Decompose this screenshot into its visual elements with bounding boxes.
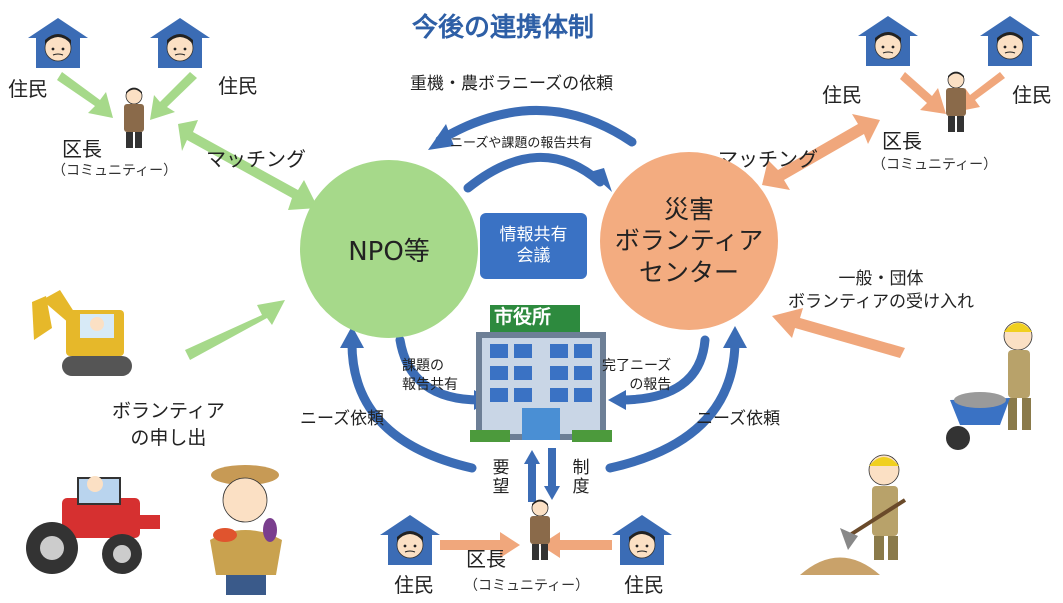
volunteer-offer-line-2: の申し出 <box>130 426 207 449</box>
saigai-line-1: 災害 <box>663 195 714 225</box>
arrow-chief-bottom-right <box>540 532 612 558</box>
meeting-line-2: 会議 <box>516 246 551 266</box>
label-done-report: 完了ニーズ の報告 <box>602 357 671 395</box>
blue-arrows <box>347 106 740 473</box>
orange-arrows <box>440 72 1005 558</box>
city-hall-sign: 市役所 <box>494 306 552 328</box>
label-chief-left: 区長 <box>62 137 102 161</box>
worker-shovel-icon <box>800 454 907 575</box>
arrow-resident-to-chief-right-1 <box>900 72 946 114</box>
label-resident-right-1: 住民 <box>822 83 862 107</box>
label-matching-right: マッチング <box>718 147 818 171</box>
arrow-matching-left <box>178 120 318 210</box>
worker-wheelbarrow-icon <box>946 321 1033 450</box>
saigai-line-3: センター <box>638 257 739 287</box>
general-accept-line-1: 一般・団体 <box>838 269 924 289</box>
label-community-left: （コミュニティー） <box>52 163 178 179</box>
label-issue-report: 課題の 報告共有 <box>402 357 458 395</box>
farmer-icon <box>210 465 282 595</box>
diagram-title: 今後の連携体制 <box>412 13 595 43</box>
label-resident-bottom-2: 住民 <box>624 573 664 597</box>
label-chief-right: 区長 <box>882 129 922 153</box>
excavator-icon <box>32 290 132 376</box>
arrow-resident-to-chief-left-2 <box>150 72 197 120</box>
label-needs-request-right: ニーズ依頼 <box>696 409 781 429</box>
arrow-general-accept <box>772 308 905 358</box>
city-hall-building-icon <box>470 305 612 442</box>
arrow-top-request <box>435 106 637 147</box>
meeting-line-1: 情報共有 <box>499 224 568 245</box>
done-report-line-1: 完了ニーズ <box>602 358 672 374</box>
label-resident-left-2: 住民 <box>218 74 258 98</box>
label-chief-bottom: 区長 <box>466 547 506 571</box>
volunteer-offer-line-1: ボランティア <box>112 400 225 422</box>
info-sharing-meeting-box: 情報共有 会議 <box>480 213 587 279</box>
label-volunteer-offer: ボランティア の申し出 <box>112 398 225 451</box>
label-general-accept: 一般・団体 ボランティアの受け入れ <box>788 268 974 314</box>
label-resident-left-1: 住民 <box>8 77 48 101</box>
done-report-line-2: の報告 <box>629 376 672 393</box>
label-seido: 制度 <box>568 458 589 496</box>
npo-label: NPO等 <box>348 236 430 267</box>
label-needs-report-share: ニーズや課題の報告共有 <box>450 136 593 151</box>
label-resident-bottom-1: 住民 <box>394 573 434 597</box>
label-heavy-request: 重機・農ボラニーズの依頼 <box>410 74 614 94</box>
disaster-volunteer-center-circle: 災害 ボランティア センター <box>600 152 778 330</box>
label-resident-right-2: 住民 <box>1012 83 1052 107</box>
arrow-volunteer-offer <box>185 300 285 360</box>
arrow-chief-bottom-left <box>440 532 520 558</box>
green-arrows <box>57 72 318 360</box>
label-youbou: 要望 <box>488 458 509 496</box>
arrow-issue-report <box>395 335 485 405</box>
arrow-matching-right <box>762 114 880 190</box>
arrow-needs-left <box>347 335 477 473</box>
arrow-done-report <box>615 335 710 405</box>
tractor-icon <box>26 476 160 574</box>
label-needs-request-left: ニーズ依頼 <box>300 409 385 429</box>
issue-report-line-1: 課題の <box>402 358 444 374</box>
arrow-resident-to-chief-right-2 <box>955 72 1005 112</box>
label-community-bottom: （コミュニティー） <box>464 578 590 594</box>
saigai-line-2: ボランティア <box>614 226 764 256</box>
label-matching-left: マッチング <box>206 147 306 171</box>
general-accept-line-2: ボランティアの受け入れ <box>788 291 974 312</box>
arrow-resident-to-chief-left-1 <box>57 72 113 118</box>
issue-report-line-2: 報告共有 <box>402 376 458 393</box>
npo-circle: NPO等 <box>300 160 478 338</box>
label-community-right: （コミュニティー） <box>872 157 998 173</box>
arrow-top-share <box>463 152 605 193</box>
arrow-needs-right <box>605 335 740 473</box>
